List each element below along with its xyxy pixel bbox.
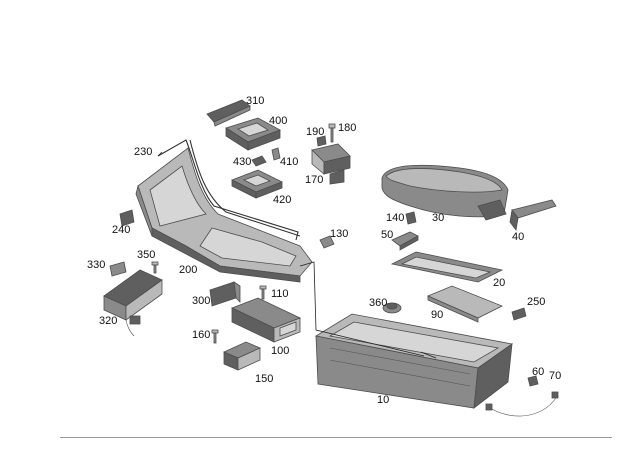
- label-250: 250: [527, 296, 546, 308]
- part-10-console-body: [314, 313, 514, 409]
- label-100: 100: [271, 345, 290, 357]
- part-130-clip: [319, 235, 335, 249]
- part-230-trim-outline: [157, 139, 301, 241]
- label-10: 10: [377, 394, 390, 406]
- label-300: 300: [192, 295, 211, 307]
- label-410: 410: [280, 156, 299, 168]
- part-190-clip: [316, 135, 327, 147]
- label-170: 170: [305, 174, 324, 186]
- part-300-switch: [209, 281, 241, 307]
- part-170-selector: [311, 143, 351, 185]
- label-20: 20: [493, 277, 506, 289]
- label-240: 240: [112, 224, 131, 236]
- part-350-screw: [151, 261, 159, 274]
- label-180: 180: [338, 122, 357, 134]
- part-20-rail: [390, 251, 504, 283]
- part-400-frame: [225, 117, 281, 151]
- label-320: 320: [99, 315, 118, 327]
- label-110: 110: [271, 288, 289, 300]
- label-420: 420: [273, 194, 292, 206]
- part-180-screw: [328, 123, 336, 143]
- part-60-clip: [527, 375, 539, 387]
- bottom-divider: [60, 437, 612, 438]
- part-330-connector: [109, 261, 127, 277]
- label-430: 430: [233, 156, 252, 168]
- part-240-switch: [119, 209, 135, 227]
- part-140-clip: [405, 211, 417, 225]
- label-130: 130: [330, 228, 349, 240]
- label-200: 200: [179, 264, 198, 276]
- label-70: 70: [549, 370, 562, 382]
- part-250-connector: [511, 307, 527, 321]
- label-160: 160: [192, 329, 211, 341]
- label-400: 400: [269, 115, 288, 127]
- label-360: 360: [369, 297, 388, 309]
- part-430-clip: [251, 155, 267, 167]
- part-310-cover: [206, 99, 251, 127]
- label-330: 330: [87, 259, 106, 271]
- label-50: 50: [381, 229, 394, 241]
- part-420-bracket: [231, 169, 283, 199]
- label-230: 230: [134, 146, 153, 158]
- part-410-clip: [271, 147, 281, 161]
- part-100-storage: [230, 297, 302, 343]
- part-360-nut: [382, 302, 402, 314]
- label-140: 140: [386, 212, 405, 224]
- part-160-screw: [211, 329, 219, 344]
- part-110-screw: [259, 285, 267, 300]
- leader-lines: [157, 151, 437, 359]
- part-90-mat: [426, 285, 503, 323]
- part-30-armrest: [381, 164, 509, 221]
- part-150-bracket: [223, 341, 261, 371]
- label-150: 150: [255, 373, 274, 385]
- label-60: 60: [532, 366, 545, 378]
- label-40: 40: [512, 231, 525, 243]
- part-200-console-frame: [135, 147, 313, 283]
- label-30: 30: [432, 212, 445, 224]
- part-70-cable: [485, 391, 559, 417]
- label-310: 310: [246, 95, 265, 107]
- label-190: 190: [306, 126, 325, 138]
- label-350: 350: [137, 249, 156, 261]
- part-320-switch-block: [103, 269, 163, 337]
- label-90: 90: [431, 309, 444, 321]
- part-50-bracket: [391, 231, 419, 251]
- part-40-hinge: [509, 199, 557, 231]
